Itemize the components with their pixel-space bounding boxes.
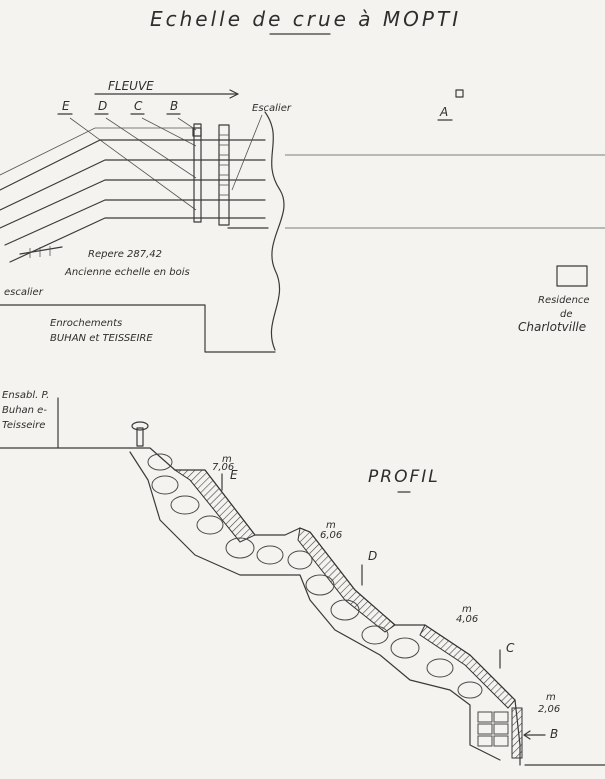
leader-d — [105, 117, 197, 179]
residence-building — [556, 265, 588, 287]
gauge-marker-b — [192, 127, 202, 137]
level-d-callout: 6,06 m D — [320, 520, 377, 586]
old-wooden-scale — [19, 246, 63, 258]
point-a-label: A — [439, 105, 448, 119]
concrete-band-b — [511, 707, 523, 759]
left-note-2: Buhan e- — [2, 405, 47, 416]
plan-marker-e: E — [62, 99, 70, 113]
level-c-unit: m — [462, 604, 472, 615]
profile-base-outline — [129, 451, 501, 761]
plan-marker-d: D — [98, 99, 107, 113]
leader-c — [141, 117, 197, 147]
level-c-callout: 4,06 m C — [456, 604, 515, 669]
level-b-value: 2,06 — [538, 704, 560, 715]
level-e-value: 7,06 — [212, 462, 234, 473]
level-b-callout: 2,06 m B — [523, 692, 560, 741]
left-note-3: Teisseire — [2, 420, 45, 431]
concrete-band-d — [297, 527, 396, 633]
fleuve-label: FLEUVE — [108, 79, 154, 93]
profil-title: PROFIL — [368, 467, 440, 487]
drawing-title: Echelle de crue à MOPTI — [150, 7, 461, 31]
escalier-label: Escalier — [252, 103, 292, 114]
level-e-unit: m — [222, 454, 232, 465]
concrete-band-e — [173, 469, 256, 543]
left-note-1: Ensabl. P. — [2, 390, 49, 401]
escalier-leader — [231, 114, 263, 191]
enrochement-outline — [0, 304, 276, 353]
rubble-stones — [147, 453, 509, 747]
level-d-value: 6,06 — [320, 530, 342, 541]
level-d-marker: D — [368, 549, 377, 563]
level-e-callout: 7,06 m E — [212, 454, 238, 491]
concrete-band-c — [419, 624, 516, 709]
plan-staircase — [218, 124, 230, 226]
residence-label-1: Residence — [538, 295, 590, 306]
plan-marker-c: C — [134, 99, 143, 113]
escalier-left-label: escalier — [4, 287, 44, 298]
river-bank-line — [264, 111, 285, 351]
point-a-marker — [455, 89, 464, 98]
level-c-marker: C — [506, 641, 515, 655]
enrochement-label-2: BUHAN et TEISSEIRE — [50, 333, 153, 344]
level-e-marker: E — [230, 468, 238, 482]
enrochement-label-1: Enrochements — [50, 318, 122, 329]
plan-terraces — [0, 127, 266, 263]
bollard — [131, 421, 149, 447]
residence-label-3: Charlotville — [518, 320, 586, 334]
level-d-unit: m — [326, 520, 336, 531]
level-b-marker: B — [550, 727, 558, 741]
level-c-value: 4,06 — [456, 614, 478, 625]
leader-e — [69, 117, 197, 211]
plan-marker-b: B — [170, 99, 178, 113]
residence-label-2: de — [560, 309, 573, 320]
repere-label: Repere 287,42 — [88, 249, 162, 260]
ancienne-echelle-label: Ancienne echelle en bois — [64, 267, 190, 278]
gauge-column — [193, 123, 202, 223]
flow-arrowhead — [229, 89, 239, 99]
level-b-unit: m — [546, 692, 556, 703]
